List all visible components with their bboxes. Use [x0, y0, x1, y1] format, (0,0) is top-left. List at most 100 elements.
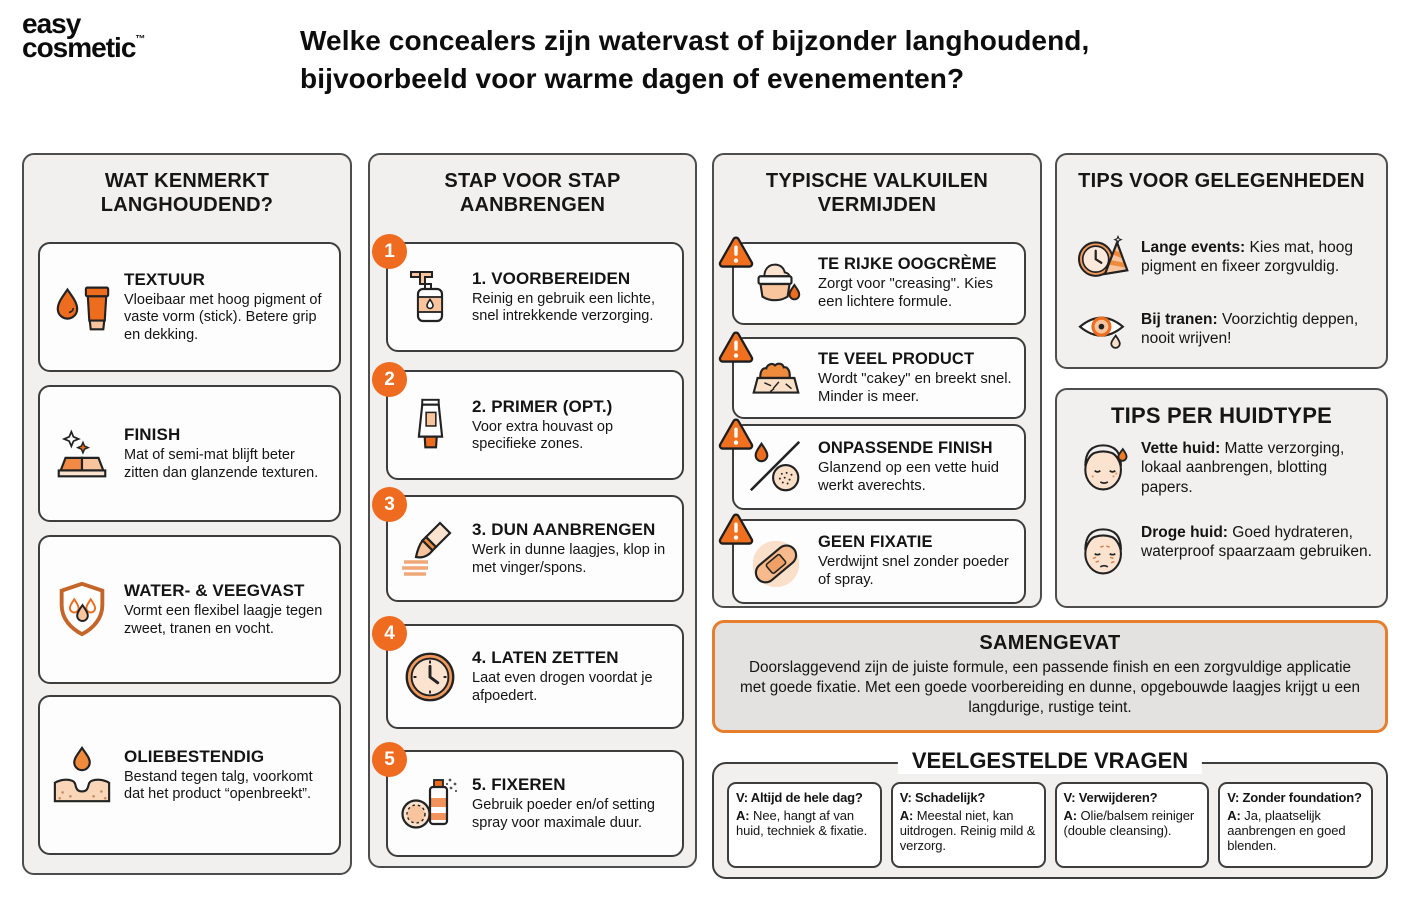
faq-question: V: Altijd de hele dag?: [736, 790, 863, 805]
step-number-badge: 5: [372, 742, 407, 777]
tip-lange-events: Lange events: Kies mat, hoog pigment en …: [1069, 235, 1378, 287]
brand-logo: easy cosmetic™: [22, 10, 146, 62]
card-waterveegvast: WATER- & VEEGVAST Vormt een flexibel laa…: [38, 535, 341, 684]
card-finish-title: FINISH: [124, 425, 181, 445]
faq-title: VEELGESTELDE VRAGEN: [897, 748, 1203, 774]
card-laten-zetten-body: Laat even drogen voordat je afpoedert.: [472, 670, 653, 704]
card-waterveegvast-body: Vormt een flexibel laagje tegen zweet, t…: [124, 603, 323, 637]
card-primer: 2. PRIMER (OPT.) Voor extra houvast op s…: [386, 370, 684, 480]
card-textuur-body: Vloeibaar met hoog pigment of vaste vorm…: [124, 291, 322, 343]
card-dun-aanbrengen: 3. DUN AANBRENGEN Werk in dunne laagjes,…: [386, 495, 684, 602]
brand-trademark: ™: [135, 33, 146, 45]
oil-skin-icon: [40, 744, 124, 806]
finish-mismatch-icon: [734, 436, 818, 498]
panel-gelegenheden: TIPS VOOR GELEGENHEDEN Lange events: Kie…: [1055, 153, 1388, 369]
card-primer-body: Voor extra houvast op specifieke zones.: [472, 418, 614, 452]
tip-label: Droge huid:: [1141, 524, 1228, 541]
tip-vette-huid: Vette huid: Matte verzorging, lokaal aan…: [1069, 436, 1378, 497]
card-primer-title: 2. PRIMER (OPT.): [472, 396, 613, 416]
faq-card-schadelijk: V: Schadelijk? A: Meestal niet, kan uitd…: [890, 782, 1046, 868]
tip-text: Goed hydrateren, waterproof spaarzaam ge…: [1141, 524, 1372, 561]
faq-card-zonder-foundation: V: Zonder foundation? A: Ja, plaatselijk…: [1218, 782, 1373, 868]
summary-body: Doorslaggevend zijn de juiste formule, e…: [740, 659, 1360, 716]
eye-tear-icon: [1069, 307, 1141, 357]
faq-card-verwijderen: V: Verwijderen? A: Olie/balsem reiniger …: [1054, 782, 1210, 868]
card-teveel-product-body: Wordt "cakey" en breekt snel. Minder is …: [818, 370, 1012, 405]
oily-face-icon: [1069, 436, 1141, 496]
cakey-icon: [734, 347, 818, 409]
faq-question: V: Zonder foundation?: [1227, 790, 1362, 805]
card-laten-zetten: 4. LATEN ZETTEN Laat even drogen voordat…: [386, 624, 684, 729]
card-waterveegvast-title: WATER- & VEEGVAST: [124, 581, 305, 601]
brand-line1: easy: [22, 8, 81, 39]
card-onpassende-finish-title: ONPASSENDE FINISH: [818, 438, 993, 457]
card-oogcreme-body: Zorgt voor "creasing". Kies een lichtere…: [818, 276, 993, 310]
step-number-badge: 2: [372, 362, 407, 397]
page-title-line2: bijvoorbeeld voor warme dagen of eveneme…: [300, 63, 965, 95]
page-title: Welke concealers zijn watervast of bijzo…: [300, 22, 1089, 99]
tip-text: Kies mat, hoog pigment en fixeer zorgvul…: [1141, 239, 1353, 276]
card-teveel-product-title: TE VEEL PRODUCT: [818, 349, 975, 368]
card-dun-aanbrengen-body: Werk in dunne laagjes, klop in met vinge…: [472, 542, 666, 576]
panel-gelegenheden-title: TIPS VOOR GELEGENHEDEN: [1078, 170, 1365, 192]
tip-bij-tranen-text: Bij tranen: Voorzichtig deppen, nooit wr…: [1141, 307, 1378, 349]
drop-tube-icon: [40, 276, 124, 338]
step-number-badge: 3: [372, 487, 407, 522]
brand-line2: cosmetic: [22, 31, 136, 63]
card-onpassende-finish-body: Glanzend op een vette huid werkt averech…: [818, 459, 999, 494]
panel-valkuilen-title: TYPISCHE VALKUILEN VERMIJDEN: [765, 170, 989, 217]
tip-droge-huid: Droge huid: Goed hydrateren, waterproof …: [1069, 520, 1378, 580]
card-fixeren-title: 5. FIXEREN: [472, 775, 566, 795]
card-textuur-title: TEXTUUR: [124, 269, 205, 289]
faq-card-hele-dag: V: Altijd de hele dag? A: Nee, hangt af …: [727, 782, 882, 868]
panel-huidtype: TIPS PER HUIDTYPE Vette huid: Matte verz…: [1055, 388, 1388, 608]
tip-bij-tranen: Bij tranen: Voorzichtig deppen, nooit wr…: [1069, 307, 1378, 357]
faq-answer: Meestal niet, kan uitdrogen. Reinig mild…: [899, 808, 1036, 854]
card-voorbereiden-body: Reinig en gebruik een lichte, snel intre…: [472, 290, 655, 324]
spray-powder-icon: [388, 772, 472, 836]
step-number-badge: 1: [372, 234, 407, 269]
card-finish-body: Mat of semi-mat blijft beter zitten dan …: [124, 447, 319, 481]
tip-lange-events-text: Lange events: Kies mat, hoog pigment en …: [1141, 235, 1378, 277]
faq-answer-label: A:: [1227, 808, 1241, 823]
clock-icon: [388, 646, 472, 708]
panel-stappen-title: STAP VOOR STAP AANBRENGEN: [444, 170, 621, 217]
warning-icon: [717, 331, 755, 371]
panel-kenmerken: WAT KENMERKT LANGHOUDEND? TEXTUUR Vloeib…: [22, 153, 352, 875]
card-voorbereiden: 1. VOORBEREIDEN Reinig en gebruik een li…: [386, 242, 684, 352]
primer-tube-icon: [388, 394, 472, 456]
card-voorbereiden-title: 1. VOORBEREIDEN: [472, 268, 631, 288]
warning-icon: [717, 418, 755, 458]
card-oliebestendig-title: OLIEBESTENDIG: [124, 746, 265, 766]
tip-vette-huid-text: Vette huid: Matte verzorging, lokaal aan…: [1141, 436, 1378, 497]
card-oliebestendig: OLIEBESTENDIG Bestand tegen talg, voorko…: [38, 695, 341, 855]
card-onpassende-finish: ONPASSENDE FINISH Glanzend op een vette …: [732, 424, 1026, 510]
card-oogcreme-title: TE RIJKE OOGCRÈME: [818, 255, 997, 274]
card-laten-zetten-title: 4. LATEN ZETTEN: [472, 648, 619, 668]
summary-box: SAMENGEVAT Doorslaggevend zijn de juiste…: [712, 620, 1388, 733]
page-title-line1: Welke concealers zijn watervast of bijzo…: [300, 25, 1090, 56]
card-geen-fixatie: GEEN FIXATIE Verdwijnt snel zonder poede…: [732, 519, 1026, 604]
brush-icon: [388, 517, 472, 581]
tip-label: Bij tranen:: [1141, 311, 1218, 328]
warning-icon: [717, 513, 755, 553]
bandage-icon: [734, 531, 818, 593]
panel-valkuilen: TYPISCHE VALKUILEN VERMIJDEN TE RIJKE OO…: [712, 153, 1042, 608]
card-fixeren-body: Gebruik poeder en/of setting spray voor …: [472, 797, 655, 831]
faq-section: VEELGESTELDE VRAGEN V: Altijd de hele da…: [712, 748, 1388, 879]
step-number-badge: 4: [372, 616, 407, 651]
compact-sparkle-icon: [40, 423, 124, 485]
card-textuur: TEXTUUR Vloeibaar met hoog pigment of va…: [38, 242, 341, 372]
card-fixeren: 5. FIXEREN Gebruik poeder en/of setting …: [386, 750, 684, 857]
panel-stappen: STAP VOOR STAP AANBRENGEN 1 2 3 4 5 1. V…: [368, 153, 697, 868]
faq-answer-label: A:: [1063, 808, 1078, 823]
faq-answer-label: A:: [899, 808, 914, 823]
shield-drops-icon: [40, 579, 124, 641]
card-oliebestendig-body: Bestand tegen talg, voorkomt dat het pro…: [124, 768, 313, 802]
card-finish: FINISH Mat of semi-mat blijft beter zitt…: [38, 385, 341, 522]
tip-label: Lange events:: [1141, 239, 1246, 256]
tip-droge-huid-text: Droge huid: Goed hydrateren, waterproof …: [1141, 520, 1378, 562]
card-geen-fixatie-title: GEEN FIXATIE: [818, 533, 933, 552]
tip-text: Matte verzorging, lokaal aanbrengen, blo…: [1141, 440, 1345, 496]
dry-face-icon: [1069, 520, 1141, 580]
